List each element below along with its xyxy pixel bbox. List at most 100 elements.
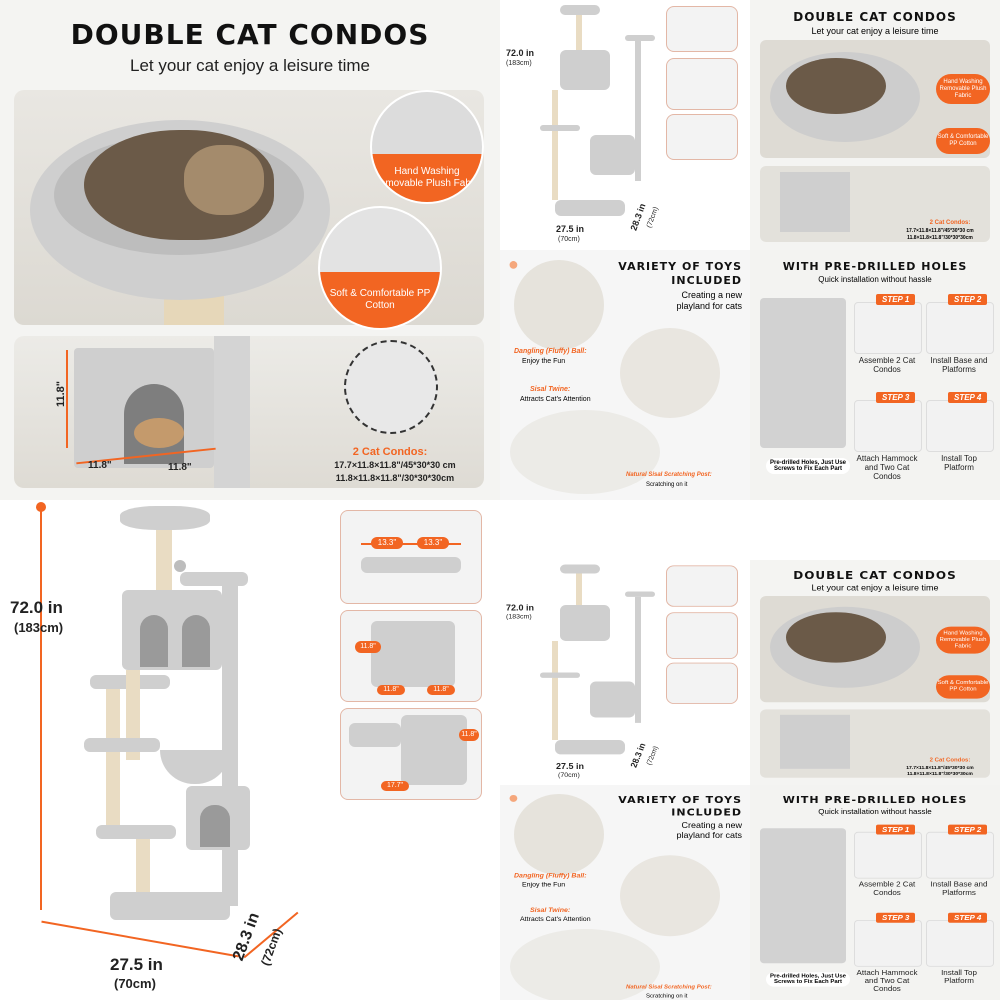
- height-cm: (183cm): [14, 620, 64, 635]
- mini-mid-platform: [540, 125, 580, 131]
- top-dim-2: 13.3": [417, 537, 449, 549]
- left-sisal-post-2: [106, 752, 120, 832]
- low-detail-hammock: [349, 723, 401, 747]
- toys-photo-1: [514, 794, 604, 875]
- mini-condo-upper: [560, 50, 610, 90]
- mid-platform: [84, 738, 160, 752]
- mini-cat: [786, 612, 886, 663]
- mid-sisal-post: [126, 670, 140, 760]
- toy1-title: Dangling (Fluffy) Ball:: [514, 348, 587, 355]
- holes-note: Pre-drilled Holes, Just Use Screws to Fi…: [766, 972, 850, 987]
- top-dim-1: 13.3": [371, 537, 403, 549]
- holes-cell: WITH PRE-DRILLED HOLES Quick installatio…: [750, 250, 1000, 500]
- step-caption: Install Top Platform: [941, 454, 977, 472]
- base-board: [110, 892, 230, 920]
- toys-photo-3: [510, 410, 660, 494]
- mini-width-cm: (70cm): [558, 772, 580, 779]
- height-in: 72.0 in: [10, 598, 63, 617]
- hammock: [160, 750, 230, 784]
- mini-condo-lower: [590, 681, 635, 718]
- collage: 72.0 in (183cm) 27.5 in (70cm) 28.3 in (…: [500, 560, 1000, 1000]
- mid-detail-panel: 11.8" 11.8" 11.8": [340, 610, 482, 702]
- dangling-ball: [174, 560, 186, 572]
- mini-left-post: [552, 641, 558, 740]
- mini-detail-panels: [666, 565, 738, 781]
- mini-cat: [786, 58, 886, 114]
- step-caption: Assemble 2 Cat Condos: [858, 880, 916, 897]
- holes-title: WITH PRE-DRILLED HOLES: [782, 794, 968, 806]
- tree-dimensions-panel: 72.0 in (183cm) 27.5 in (70cm) 28.3 in (…: [0, 500, 500, 1000]
- top-post: [156, 530, 172, 590]
- holes-note: Pre-drilled Holes, Just Use Screws to Fi…: [766, 458, 850, 474]
- step-caption: Install Base and Platforms: [930, 356, 988, 374]
- toys-title-1: VARIETY OF TOYS: [618, 260, 742, 273]
- paw-icon: ●: [508, 254, 519, 274]
- mini-panel-mid: [666, 612, 738, 659]
- mini-condos-sub: Let your cat enjoy a leisure time: [811, 26, 939, 36]
- condo-detail-circle: [344, 340, 438, 434]
- mini-panel-top: [666, 565, 738, 607]
- mini-badge-2: Soft & Comfortable PP Cotton: [936, 675, 990, 699]
- toys-sub-1: Creating a new: [681, 290, 742, 300]
- panel-title: DOUBLE CAT CONDOS: [70, 18, 430, 51]
- mini-condo-box: [780, 172, 850, 232]
- step-image: [854, 831, 922, 879]
- mini-base: [555, 200, 625, 216]
- mini-condos-spec-2: 11.8×11.8×11.8"/30*30*30cm: [907, 235, 973, 241]
- toys-sub-2: playland for cats: [676, 301, 742, 311]
- mini-width-in: 27.5 in: [556, 761, 585, 771]
- step-label: STEP 2: [948, 294, 988, 305]
- mini-tree: [540, 5, 660, 220]
- mini-right-platform: [625, 35, 655, 41]
- toy2-title: Sisal Twine:: [530, 386, 571, 393]
- step-caption: Assemble 2 Cat Condos: [858, 356, 916, 374]
- step-label: STEP 4: [948, 912, 988, 923]
- toy2-title: Sisal Twine:: [530, 907, 571, 914]
- mini-condos-title: DOUBLE CAT CONDOS: [793, 10, 957, 24]
- mini-width-in: 27.5 in: [556, 224, 585, 234]
- width-cm: (70cm): [114, 976, 156, 991]
- mini-detail-panels: [666, 6, 738, 246]
- fabric-badge: Hand Washing Removable Plush Fabric: [372, 154, 482, 202]
- mini-base: [555, 740, 625, 755]
- tree-branch-image: [214, 336, 250, 488]
- mid-dim-v: 11.8": [355, 641, 381, 653]
- kitten-image: [134, 418, 184, 448]
- toy1-desc: Enjoy the Fun: [522, 882, 566, 889]
- lower-condo-door: [200, 805, 230, 847]
- mini-top-bed: [560, 5, 600, 15]
- toys-title-2: INCLUDED: [671, 806, 742, 819]
- mini-width-cm: (70cm): [558, 236, 580, 243]
- step-image: [854, 400, 922, 452]
- mini-badge-2: Soft & Comfortable PP Cotton: [936, 128, 990, 154]
- toys-photo-2: [620, 855, 720, 937]
- tree-dimension-cell: 72.0 in (183cm) 27.5 in (70cm) 28.3 in (…: [500, 0, 750, 250]
- upper-condo-door-1: [140, 615, 168, 667]
- top-detail-panel: 13.3" 13.3": [340, 510, 482, 604]
- mini-left-post: [552, 90, 558, 200]
- step-image: [926, 920, 994, 967]
- condo-height-label: 11.8": [55, 380, 68, 408]
- condos-line-2: 11.8×11.8×11.8"/30*30*30cm: [335, 473, 455, 483]
- mini-right-post: [635, 41, 641, 181]
- toy1-title: Dangling (Fluffy) Ball:: [514, 873, 587, 880]
- toy3-title: Natural Sisal Scratching Post:: [626, 984, 712, 991]
- step-image: [854, 302, 922, 354]
- toy1-desc: Enjoy the Fun: [522, 358, 566, 365]
- mini-height-cm: (183cm): [506, 60, 532, 67]
- low-dim-h: 17.7": [381, 781, 409, 791]
- toy2-desc: Attracts Cat's Attention: [520, 916, 591, 923]
- condos-title: 2 Cat Condos:: [352, 446, 428, 458]
- toys-photo-2: [620, 328, 720, 418]
- mini-panel-low: [666, 114, 738, 160]
- tree-dimension-cell: 72.0 in (183cm) 27.5 in (70cm) 28.3 in (…: [500, 560, 750, 785]
- step-label: STEP 1: [876, 294, 916, 305]
- cotton-badge: Soft & Comfortable PP Cotton: [320, 272, 440, 328]
- low-detail-panel: 11.8" 17.7": [340, 708, 482, 800]
- mini-condo-upper: [560, 605, 610, 641]
- mini-right-platform: [625, 591, 655, 597]
- mini-post: [576, 573, 582, 610]
- holes-title: WITH PRE-DRILLED HOLES: [782, 260, 968, 273]
- step-image: [854, 920, 922, 967]
- mini-condos-spec-1: 17.7×11.8×11.8"/45*30*30 cm: [906, 228, 974, 234]
